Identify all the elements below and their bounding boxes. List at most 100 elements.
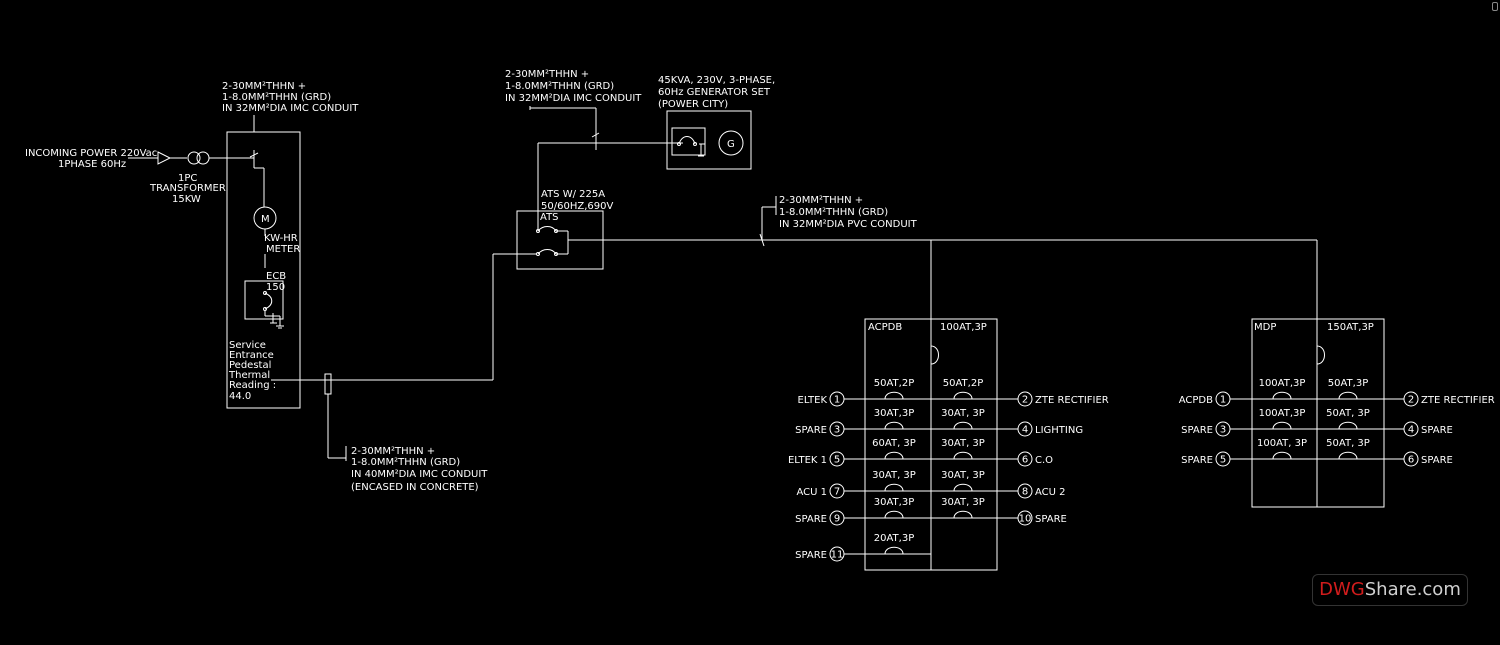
circuit-number-circle [1017, 510, 1033, 526]
breaker-icon [953, 510, 973, 519]
circuit-number-circle [829, 546, 845, 562]
breaker-rating: 30AT, 3P [941, 497, 985, 508]
svg-text:50/60HZ,690V: 50/60HZ,690V [541, 201, 613, 212]
svg-text:Reading :: Reading : [229, 380, 276, 391]
conduit-tick-icon [591, 132, 600, 138]
svg-text:2-30MM²THHN +: 2-30MM²THHN + [505, 69, 589, 80]
breaker-rating: 50AT,3P [1328, 378, 1368, 389]
svg-text:Service: Service [229, 340, 266, 351]
svg-text:44.0: 44.0 [229, 391, 251, 402]
circuit-number: 2 [1022, 395, 1028, 406]
breaker-rating: 30AT,3P [874, 497, 914, 508]
breaker-rating: 30AT, 3P [941, 470, 985, 481]
svg-text:Thermal: Thermal [228, 370, 270, 381]
breaker-icon [884, 421, 904, 430]
circuit-number: 3 [1220, 425, 1226, 436]
breaker-rating: 50AT, 3P [1326, 438, 1370, 449]
meter-label-line2: METER [266, 244, 300, 255]
breaker-icon [953, 421, 973, 430]
ecb-box [244, 280, 284, 320]
cable-spec-genset: 2-30MM²THHN + 1-8.0MM²THHN (GRD) IN 32MM… [505, 69, 642, 104]
circuit-number-circle [1215, 391, 1231, 407]
circuit-label: ACPDB [1179, 395, 1213, 406]
breaker-rating: 60AT, 3P [872, 438, 916, 449]
circuit-label: ZTE RECTIFIER [1421, 395, 1495, 406]
watermark-part2: Share.com [1364, 579, 1461, 600]
circuit-number-circle [1215, 451, 1231, 467]
generator-breaker-box [671, 127, 706, 156]
circuit-label: SPARE [795, 425, 827, 436]
breaker-icon [1272, 451, 1292, 460]
incoming-arrow-icon [157, 151, 172, 165]
circuit-label: ZTE RECTIFIER [1035, 395, 1109, 406]
circuit-number-circle [1017, 451, 1033, 467]
circuit-label: SPARE [795, 550, 827, 561]
circuit-number-circle [829, 391, 845, 407]
svg-text:1-8.0MM²THHN (GRD): 1-8.0MM²THHN (GRD) [222, 92, 331, 103]
ground-icon [276, 325, 284, 329]
breaker-rating: 30AT,3P [874, 408, 914, 419]
meter-symbol: M [261, 214, 270, 225]
circuit-label: C.O [1035, 455, 1053, 466]
circuit-number: 8 [1022, 487, 1028, 498]
ats-switch-icon [536, 226, 569, 256]
circuit-number: 4 [1022, 425, 1028, 436]
svg-text:IN 40MM²DIA IMC CONDUIT: IN 40MM²DIA IMC CONDUIT [351, 469, 488, 480]
cable-spec-pedestal: 2-30MM²THHN + 1-8.0MM²THHN (GRD) IN 32MM… [222, 81, 359, 114]
cable-spec-underground: 2-30MM²THHN + 1-8.0MM²THHN (GRD) IN 40MM… [351, 446, 488, 493]
circuit-label: SPARE [1181, 425, 1213, 436]
incoming-power-line2: 1PHASE 60Hz [58, 159, 126, 170]
breaker-icon [1272, 391, 1292, 400]
breaker-rating: 100AT,3P [1259, 378, 1306, 389]
breaker-rating: 100AT, 3P [1257, 438, 1307, 449]
circuit-number: 6 [1408, 455, 1414, 466]
circuit-number-circle [1017, 421, 1033, 437]
circuit-label: ELTEK [798, 395, 828, 406]
svg-text:Pedestal: Pedestal [229, 360, 271, 371]
circuit-number: 2 [1408, 395, 1414, 406]
acpdb-main-breaker: 100AT,3P [940, 322, 987, 333]
transformer-line3: 15KW [172, 194, 201, 205]
circuit-label: SPARE [1421, 425, 1453, 436]
svg-text:45KVA, 230V, 3-PHASE,: 45KVA, 230V, 3-PHASE, [658, 75, 775, 86]
mdp-main-breaker: 150AT,3P [1327, 322, 1374, 333]
circuit-number: 4 [1408, 425, 1414, 436]
circuit-number: 10 [1019, 514, 1032, 525]
transformer-label: 1PC TRANSFORMER 15KW [149, 173, 226, 205]
breaker-icon [884, 483, 904, 492]
breaker-icon [953, 483, 973, 492]
svg-text:2-30MM²THHN +: 2-30MM²THHN + [351, 446, 435, 457]
generator-icon [718, 130, 744, 156]
breaker-rating: 50AT, 3P [1326, 408, 1370, 419]
circuit-number: 3 [834, 425, 840, 436]
incoming-power-line1: INCOMING POWER 220Vac [25, 148, 157, 159]
breaker-icon [953, 391, 973, 400]
generator-set-box [666, 110, 752, 170]
incoming-power-label: INCOMING POWER 220Vac 1PHASE 60Hz [25, 148, 157, 170]
circuit-number-circle [1403, 451, 1419, 467]
svg-text:IN 32MM²DIA IMC CONDUIT: IN 32MM²DIA IMC CONDUIT [505, 93, 642, 104]
breaker-icon [1338, 391, 1358, 400]
circuit-number: 6 [1022, 455, 1028, 466]
meter-label-line1: KW-HR [264, 233, 298, 244]
breaker-rating: 50AT,2P [943, 378, 983, 389]
ecb-label-line1: ECB [266, 271, 286, 282]
circuit-number: 11 [831, 550, 844, 561]
breaker-tick-icon [249, 152, 259, 158]
pedestal-thermal-note: Service Entrance Pedestal Thermal Readin… [228, 340, 276, 402]
svg-text:Entrance: Entrance [229, 350, 274, 361]
circuit-number-circle [1215, 421, 1231, 437]
ats-label: ATS [540, 212, 559, 223]
circuit-number-circle [1017, 391, 1033, 407]
svg-text:IN 32MM²DIA PVC CONDUIT: IN 32MM²DIA PVC CONDUIT [779, 219, 918, 230]
watermark-part1: DWG [1319, 579, 1365, 600]
circuit-label: ACU 2 [1035, 487, 1066, 498]
breaker-rating: 20AT,3P [874, 533, 914, 544]
ats-spec: ATS W/ 225A 50/60HZ,690V [541, 189, 613, 212]
svg-text:2-30MM²THHN +: 2-30MM²THHN + [222, 81, 306, 92]
circuit-label: SPARE [1035, 514, 1067, 525]
service-entrance-pedestal [226, 131, 301, 409]
svg-text:ATS W/ 225A: ATS W/ 225A [541, 189, 605, 200]
